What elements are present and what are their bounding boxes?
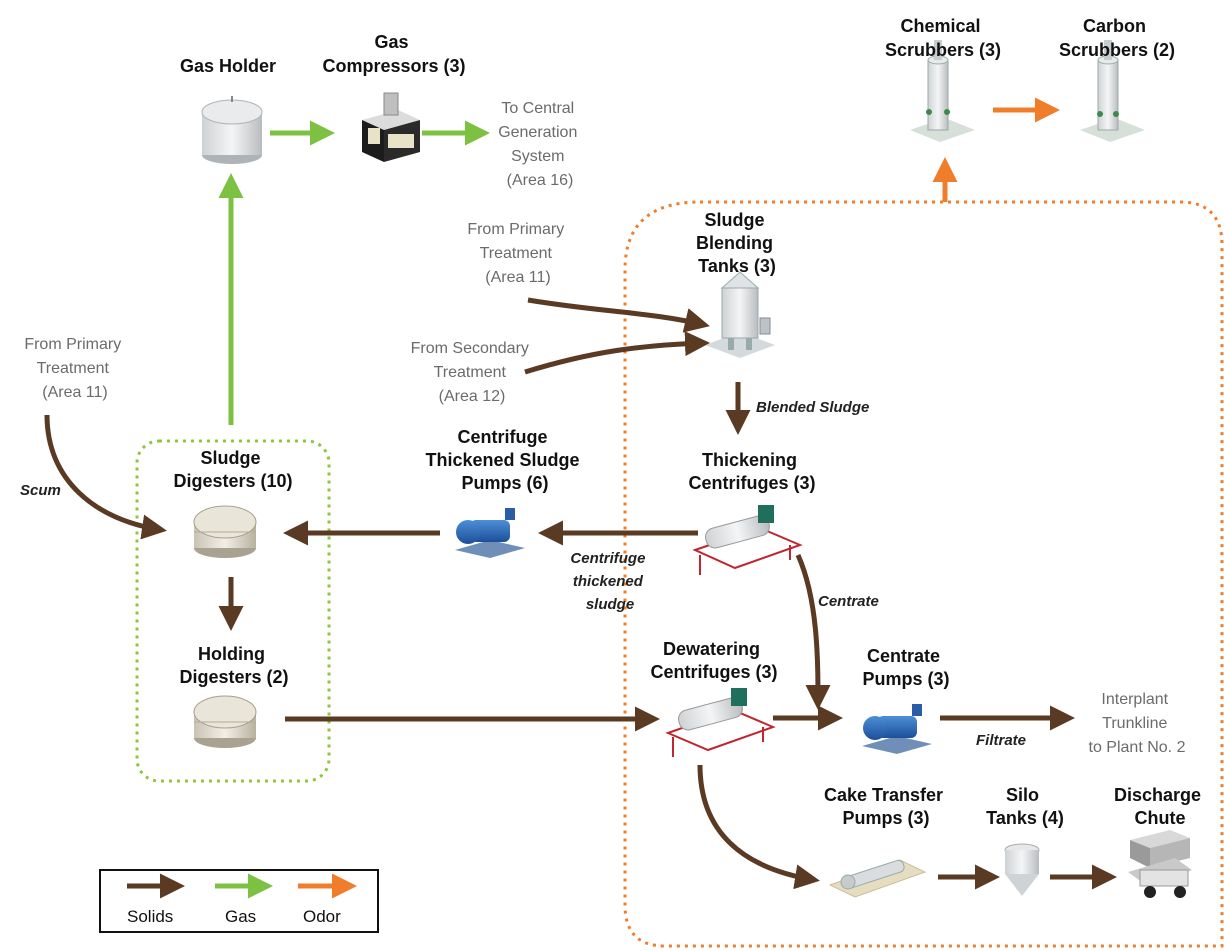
odor-control-boundary (623, 200, 1224, 948)
holding-digester-icon (193, 695, 257, 748)
legend-solids-label: Solids (127, 907, 173, 926)
thickening-centrifuges-label: Thickening Centrifuges (3) (688, 450, 815, 493)
dewatering-centrifuges-label: Dewatering Centrifuges (3) (650, 639, 777, 682)
dewatering-centrifuge-icon (665, 688, 776, 757)
solids-arrow-primary-to-blending (527, 297, 710, 333)
digester-boundary (135, 439, 331, 783)
to-central-generation-label: To Central Generation System (Area 16) (498, 100, 582, 189)
thickening-centrifuge-icon (692, 505, 803, 575)
legend-box (99, 869, 379, 933)
from-secondary-treatment-label: From Secondary Treatment (Area 12) (411, 340, 534, 405)
solids-arrow-dewatering-to-cake-pumps (697, 764, 820, 890)
carbon-scrubber-icon (1080, 40, 1145, 142)
centrifuge-pump-icon (455, 508, 525, 558)
from-primary-treatment-left-label: From Primary Treatment (Area 11) (24, 336, 125, 401)
gas-compressor-icon (362, 92, 420, 162)
sludge-digester-icon (193, 505, 257, 558)
solids-arrow-scum-to-digesters (44, 414, 167, 540)
gas-holder-label: Gas Holder (180, 56, 276, 76)
legend-gas-label: Gas (225, 907, 256, 926)
cake-transfer-pumps-label: Cake Transfer Pumps (3) (824, 785, 948, 828)
filtrate-label: Filtrate (976, 732, 1026, 749)
from-primary-treatment-top-label: From Primary Treatment (Area 11) (467, 221, 568, 286)
carbon-scrubbers-label: Carbon Scrubbers (2) (1059, 16, 1175, 60)
solids-arrow-secondary-to-blending (524, 331, 710, 375)
holding-digesters-label: Holding Digesters (2) (179, 644, 288, 687)
scum-label: Scum (20, 482, 61, 499)
blending-tank-icon (705, 271, 775, 358)
silo-tanks-label: Silo Tanks (4) (986, 785, 1064, 828)
silo-tank-icon (1004, 843, 1040, 896)
chemical-scrubbers-label: Chemical Scrubbers (3) (885, 16, 1001, 60)
blending-tanks-label: Sludge Blending Tanks (3) (696, 210, 778, 276)
legend-odor-label: Odor (303, 907, 341, 926)
discharge-chute-label: Discharge Chute (1114, 785, 1206, 828)
cake-transfer-pump-icon (828, 859, 927, 898)
discharge-chute-icon (1128, 830, 1192, 898)
centrate-pumps-label: Centrate Pumps (3) (862, 646, 949, 689)
blended-sludge-label: Blended Sludge (756, 399, 869, 416)
solids-arrow-centrate (795, 553, 831, 710)
gas-holder-icon (201, 96, 263, 164)
centrate-pump-icon (862, 704, 932, 754)
gas-compressors-label: Gas Compressors (3) (322, 32, 465, 76)
legend: Solids Gas Odor (99, 869, 379, 933)
interplant-trunkline-label: Interplant Trunkline to Plant No. 2 (1089, 691, 1186, 756)
centrifuge-thickened-sludge-label: Centrifuge thickened sludge (570, 550, 649, 613)
sludge-digesters-label: Sludge Digesters (10) (173, 448, 292, 491)
centrate-label: Centrate (818, 593, 879, 610)
centrifuge-pumps-label: Centrifuge Thickened Sludge Pumps (6) (425, 427, 584, 493)
chemical-scrubber-icon (910, 40, 975, 142)
